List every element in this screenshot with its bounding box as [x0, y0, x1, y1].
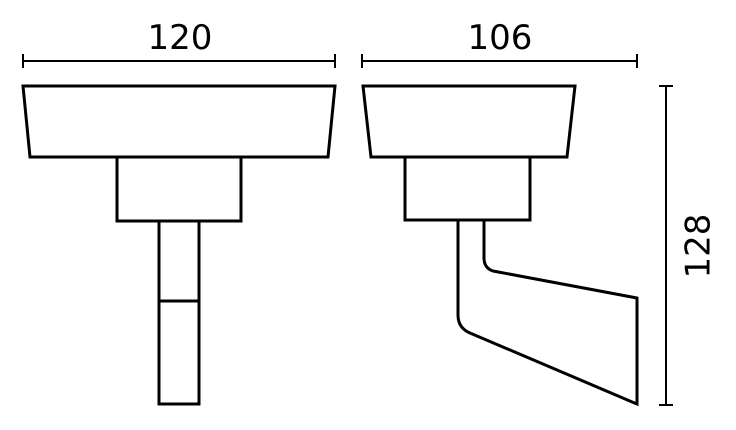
front-width-label: 120 — [148, 18, 213, 58]
side-width-label: 106 — [468, 18, 533, 58]
front-width-dimension — [22, 54, 336, 68]
front-arm — [157, 219, 201, 406]
side-collar — [403, 155, 532, 222]
height-dimension — [659, 85, 673, 406]
front-collar — [115, 155, 243, 223]
front-dish — [21, 84, 337, 159]
side-dish — [361, 84, 577, 159]
height-label: 128 — [679, 214, 719, 279]
side-width-dimension — [361, 54, 638, 68]
side-view — [361, 54, 639, 407]
front-view — [21, 54, 337, 406]
side-arm — [456, 220, 639, 407]
